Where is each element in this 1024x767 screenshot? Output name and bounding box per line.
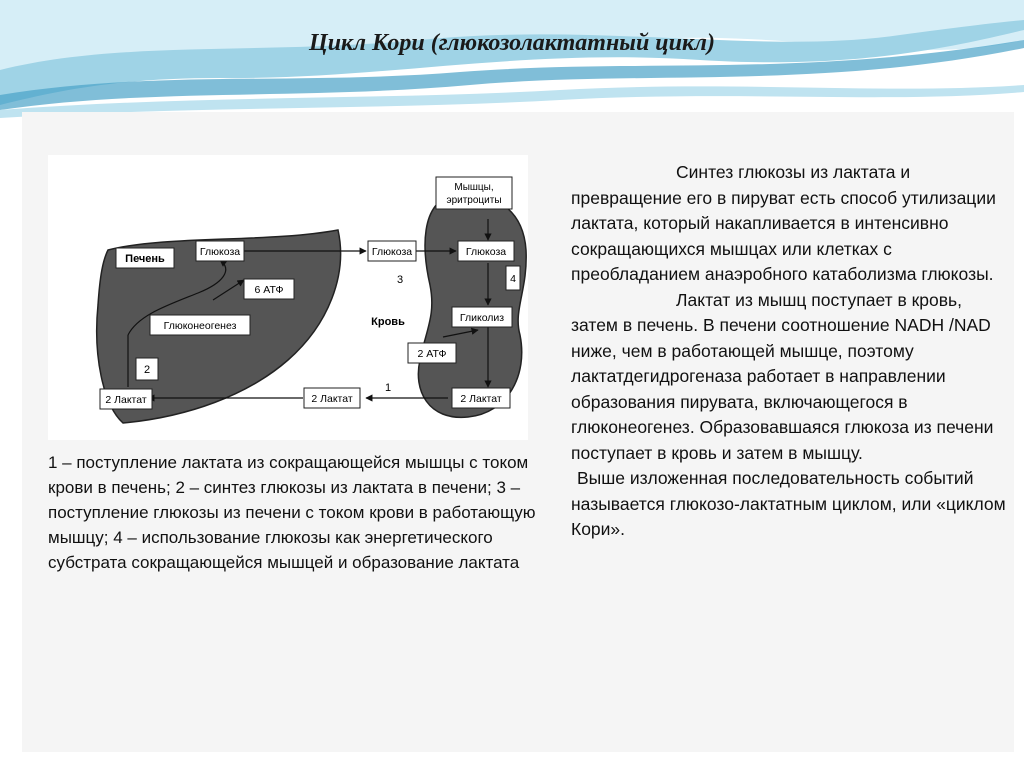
diagram-caption: 1 – поступление лактата из сокращающейся… — [48, 453, 536, 572]
liver-label: Печень — [125, 253, 165, 265]
liver-lactate: 2 Лактат — [105, 394, 146, 406]
liver-atp: 6 АТФ — [255, 284, 284, 296]
paragraph-2: Лактат из мышц поступает в кровь, затем … — [571, 289, 994, 463]
cori-cycle-diagram: Печень Глюкоза 6 АТФ Глюконеогенез 2 2 Л… — [48, 155, 528, 440]
explanation-text: Синтез глюкозы из лактата и превращение … — [571, 160, 1011, 543]
slide-title: Цикл Кори (глюкозолактатный цикл) — [309, 30, 715, 56]
paragraph-1: Синтез глюкозы из лактата и превращение … — [571, 162, 996, 284]
muscle-lactate: 2 Лактат — [460, 393, 501, 405]
glycolysis-label: Гликолиз — [460, 312, 504, 324]
gluconeogenesis-label: Глюконеогенез — [164, 320, 237, 332]
muscle-label-line1: Мышцы, — [454, 182, 493, 193]
muscle-label-line2: эритроциты — [446, 195, 501, 206]
step-2-label: 2 — [144, 364, 150, 376]
muscle-glucose: Глюкоза — [466, 246, 506, 258]
step-4-label: 4 — [510, 273, 516, 285]
step-3-label: 3 — [397, 274, 403, 286]
muscle-shape — [417, 193, 527, 418]
paragraph-3: Выше изложенная последовательность событ… — [571, 468, 1006, 539]
step-1-label: 1 — [385, 382, 391, 394]
liver-glucose: Глюкоза — [200, 246, 240, 258]
blood-glucose: Глюкоза — [372, 246, 412, 258]
blood-label: Кровь — [371, 316, 405, 328]
header-waves — [0, 0, 1024, 118]
blood-lactate: 2 Лактат — [311, 393, 352, 405]
muscle-atp: 2 АТФ — [418, 348, 447, 360]
